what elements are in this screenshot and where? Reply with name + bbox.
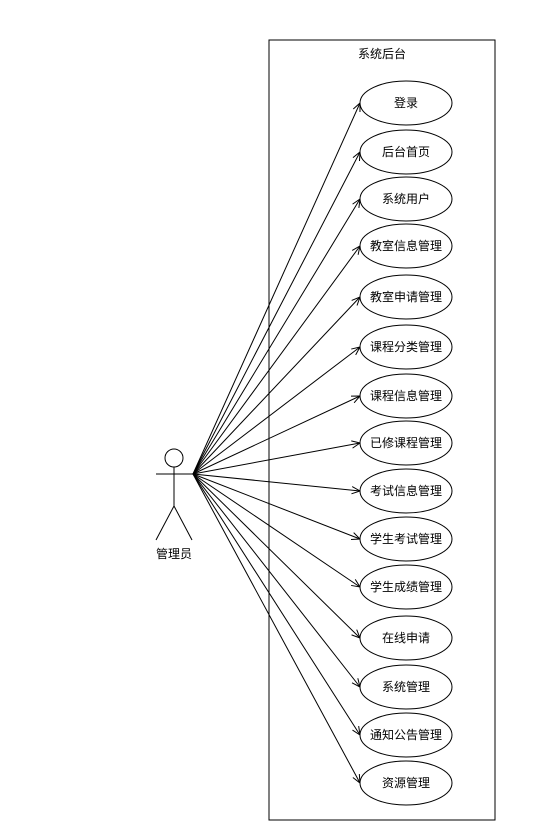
use-case-label: 教室信息管理: [370, 238, 442, 253]
use-case-system-management: 系统管理: [359, 664, 453, 710]
use-case-student-grades: 学生成绩管理: [359, 564, 453, 610]
association-line: [192, 198, 361, 475]
actor-left-leg: [155, 505, 175, 541]
use-case-ellipse: [359, 712, 453, 758]
association-line: [192, 395, 361, 475]
use-case-completed-courses: 已修课程管理: [359, 420, 453, 466]
association-line: [192, 473, 361, 688]
use-case-ellipse: [359, 129, 453, 175]
association-login: [192, 101, 361, 475]
use-case-label: 系统用户: [382, 191, 430, 206]
use-case-exam-info: 考试信息管理: [359, 468, 453, 514]
association-arrowhead: [352, 726, 361, 737]
use-case-ellipse: [359, 176, 453, 222]
association-course-category: [192, 346, 361, 475]
actor-right-leg: [173, 505, 193, 541]
association-student-grades: [192, 473, 362, 588]
system-title: 系统后台: [358, 46, 406, 61]
association-line: [192, 473, 361, 639]
use-case-ellipse: [359, 80, 453, 126]
use-case-ellipse: [359, 223, 453, 269]
use-case-ellipse: [359, 664, 453, 710]
use-case-resource-management: 资源管理: [359, 760, 453, 806]
association-home: [192, 150, 361, 475]
association-system-users: [192, 197, 361, 475]
use-case-course-category: 课程分类管理: [359, 324, 453, 370]
use-case-label: 在线申请: [382, 631, 430, 645]
actor-figure: [155, 448, 193, 541]
use-case-label: 通知公告管理: [370, 727, 442, 742]
use-case-label: 登录: [394, 95, 418, 110]
use-case-ellipse: [359, 615, 453, 661]
actor-label: 管理员: [156, 546, 192, 561]
use-case-label: 学生考试管理: [370, 531, 442, 546]
use-case-course-info: 课程信息管理: [359, 373, 453, 419]
use-case-online-apply: 在线申请: [359, 615, 453, 661]
use-case-home: 后台首页: [359, 129, 453, 175]
use-case-notice-management: 通知公告管理: [359, 712, 453, 758]
use-case-ellipse: [359, 468, 453, 514]
use-case-login: 登录: [359, 80, 453, 126]
association-line: [192, 473, 361, 540]
system-boundary-box: [268, 39, 496, 821]
association-course-info: [192, 395, 362, 475]
use-case-system-users: 系统用户: [359, 176, 453, 222]
use-case-ellipse: [359, 420, 453, 466]
use-case-classroom-apply: 教室申请管理: [359, 274, 453, 320]
system-boundary: 系统后台: [268, 39, 496, 821]
use-case-label: 课程分类管理: [370, 339, 442, 354]
association-completed-courses: [192, 440, 362, 475]
use-case-label: 后台首页: [382, 144, 430, 159]
association-line: [192, 473, 361, 784]
use-case-label: 已修课程管理: [370, 435, 442, 450]
use-case-ellipse: [359, 324, 453, 370]
use-cases: 登录后台首页系统用户教室信息管理教室申请管理课程分类管理课程信息管理已修课程管理…: [359, 80, 453, 806]
association-system-management: [192, 473, 361, 688]
use-case-student-exam: 学生考试管理: [359, 516, 453, 562]
use-case-ellipse: [359, 516, 453, 562]
actor-head: [164, 448, 184, 468]
association-line: [192, 473, 361, 736]
association-line: [192, 442, 361, 475]
association-line: [192, 346, 361, 475]
association-resource-management: [192, 473, 361, 785]
association-line: [192, 151, 361, 475]
use-case-label: 系统管理: [382, 679, 430, 694]
association-line: [192, 296, 361, 475]
use-case-classroom-info: 教室信息管理: [359, 223, 453, 269]
use-case-label: 课程信息管理: [370, 388, 442, 403]
association-online-apply: [192, 473, 361, 639]
association-line: [192, 245, 361, 475]
association-classroom-info: [192, 245, 361, 475]
use-case-label: 资源管理: [382, 775, 430, 790]
use-case-ellipse: [359, 564, 453, 610]
association-lines: [192, 101, 362, 785]
use-case-ellipse: [359, 373, 453, 419]
use-case-label: 考试信息管理: [370, 483, 442, 498]
use-case-ellipse: [359, 760, 453, 806]
use-case-label: 学生成绩管理: [370, 579, 442, 594]
association-line: [192, 473, 361, 588]
association-arrowhead: [352, 197, 361, 208]
association-notice-management: [192, 473, 361, 737]
association-line: [192, 473, 361, 492]
association-line: [192, 102, 361, 475]
use-case-label: 教室申请管理: [370, 289, 442, 304]
use-case-ellipse: [359, 274, 453, 320]
